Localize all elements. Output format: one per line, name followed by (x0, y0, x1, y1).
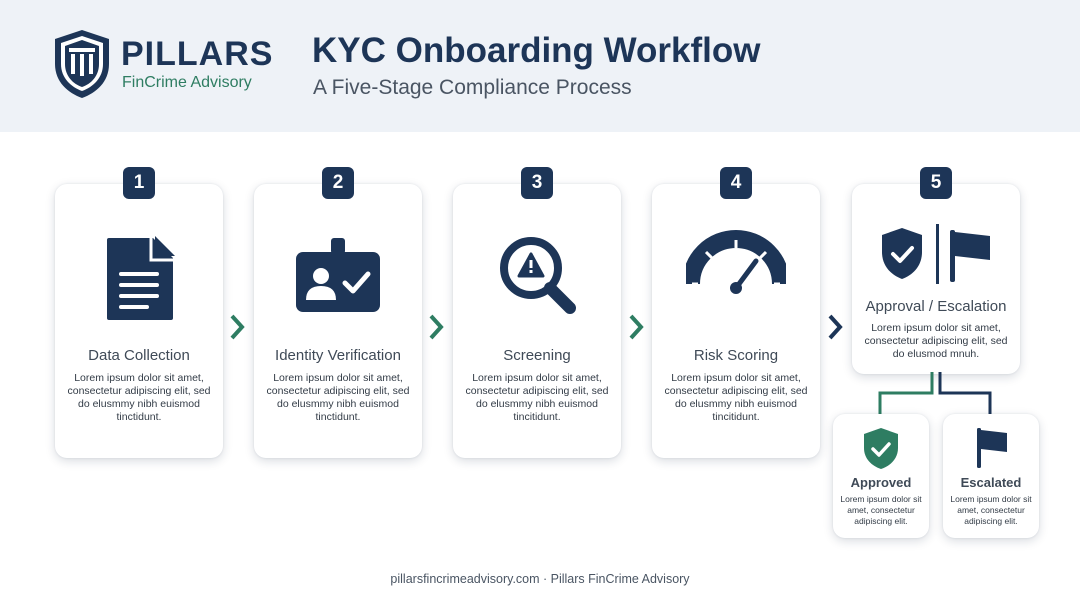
page-subtitle: A Five-Stage Compliance Process (313, 76, 632, 99)
stage-title: Data Collection (88, 347, 190, 364)
page-title: KYC Onboarding Workflow (312, 31, 761, 70)
magnifier-warning-icon (500, 237, 576, 314)
stage-card-screening: Screening Lorem ipsum dolor sit amet, co… (453, 184, 621, 458)
flag-icon (977, 428, 1007, 468)
chevron-right-icon (629, 314, 644, 340)
document-icon (107, 236, 175, 320)
stage-description: Lorem ipsum dolor sit amet, consectetur … (266, 372, 410, 423)
stage-number-5: 5 (920, 167, 952, 199)
outcome-title: Escalated (960, 475, 1022, 490)
stage-description: Lorem ipsum dolor sit amet, consectetur … (465, 372, 609, 423)
stage-title: Identity Verification (275, 347, 401, 364)
stage-card-identity-verification: Identity Verification Lorem ipsum dolor … (254, 184, 422, 458)
header-banner (0, 0, 1080, 132)
stage-number-4: 4 (720, 167, 752, 199)
pillars-logo-icon (55, 30, 109, 98)
stage-title: Risk Scoring (693, 347, 779, 364)
brand-name: PILLARS (121, 35, 274, 73)
stage-card-risk-scoring: Risk Scoring Lorem ipsum dolor sit amet,… (652, 184, 820, 458)
brand-tagline: FinCrime Advisory (122, 74, 252, 91)
branch-connector (878, 372, 992, 418)
stage-title: Screening (503, 347, 571, 364)
outcome-description: Lorem ipsum dolor sit amet, consectetur … (840, 494, 922, 526)
stage-title: Approval / Escalation (865, 298, 1007, 315)
stage-number-2: 2 (322, 167, 354, 199)
outcome-card-escalated: Escalated Lorem ipsum dolor sit amet, co… (943, 414, 1039, 538)
chevron-right-icon (828, 314, 843, 340)
stage-description: Lorem ipsum dolor sit amet, consectetur … (864, 322, 1008, 360)
gauge-icon (686, 230, 786, 294)
shield-check-icon (864, 428, 898, 469)
chevron-right-icon (429, 314, 444, 340)
shield-flag-icon (882, 224, 990, 284)
footer-text: pillarsfincrimeadvisory.com · Pillars Fi… (390, 572, 690, 586)
outcome-card-approved: Approved Lorem ipsum dolor sit amet, con… (833, 414, 929, 538)
outcome-description: Lorem ipsum dolor sit amet, consectetur … (950, 494, 1032, 526)
outcome-title: Approved (850, 475, 912, 490)
stage-card-data-collection: Data Collection Lorem ipsum dolor sit am… (55, 184, 223, 458)
id-badge-check-icon (296, 238, 380, 312)
stage-card-approval-escalation: Approval / Escalation Lorem ipsum dolor … (852, 184, 1020, 374)
stage-description: Lorem ipsum dolor sit amet, consectetur … (664, 372, 808, 423)
stage-number-1: 1 (123, 167, 155, 199)
stage-description: Lorem ipsum dolor sit amet, consectetur … (67, 372, 211, 423)
stage-number-3: 3 (521, 167, 553, 199)
chevron-right-icon (230, 314, 245, 340)
